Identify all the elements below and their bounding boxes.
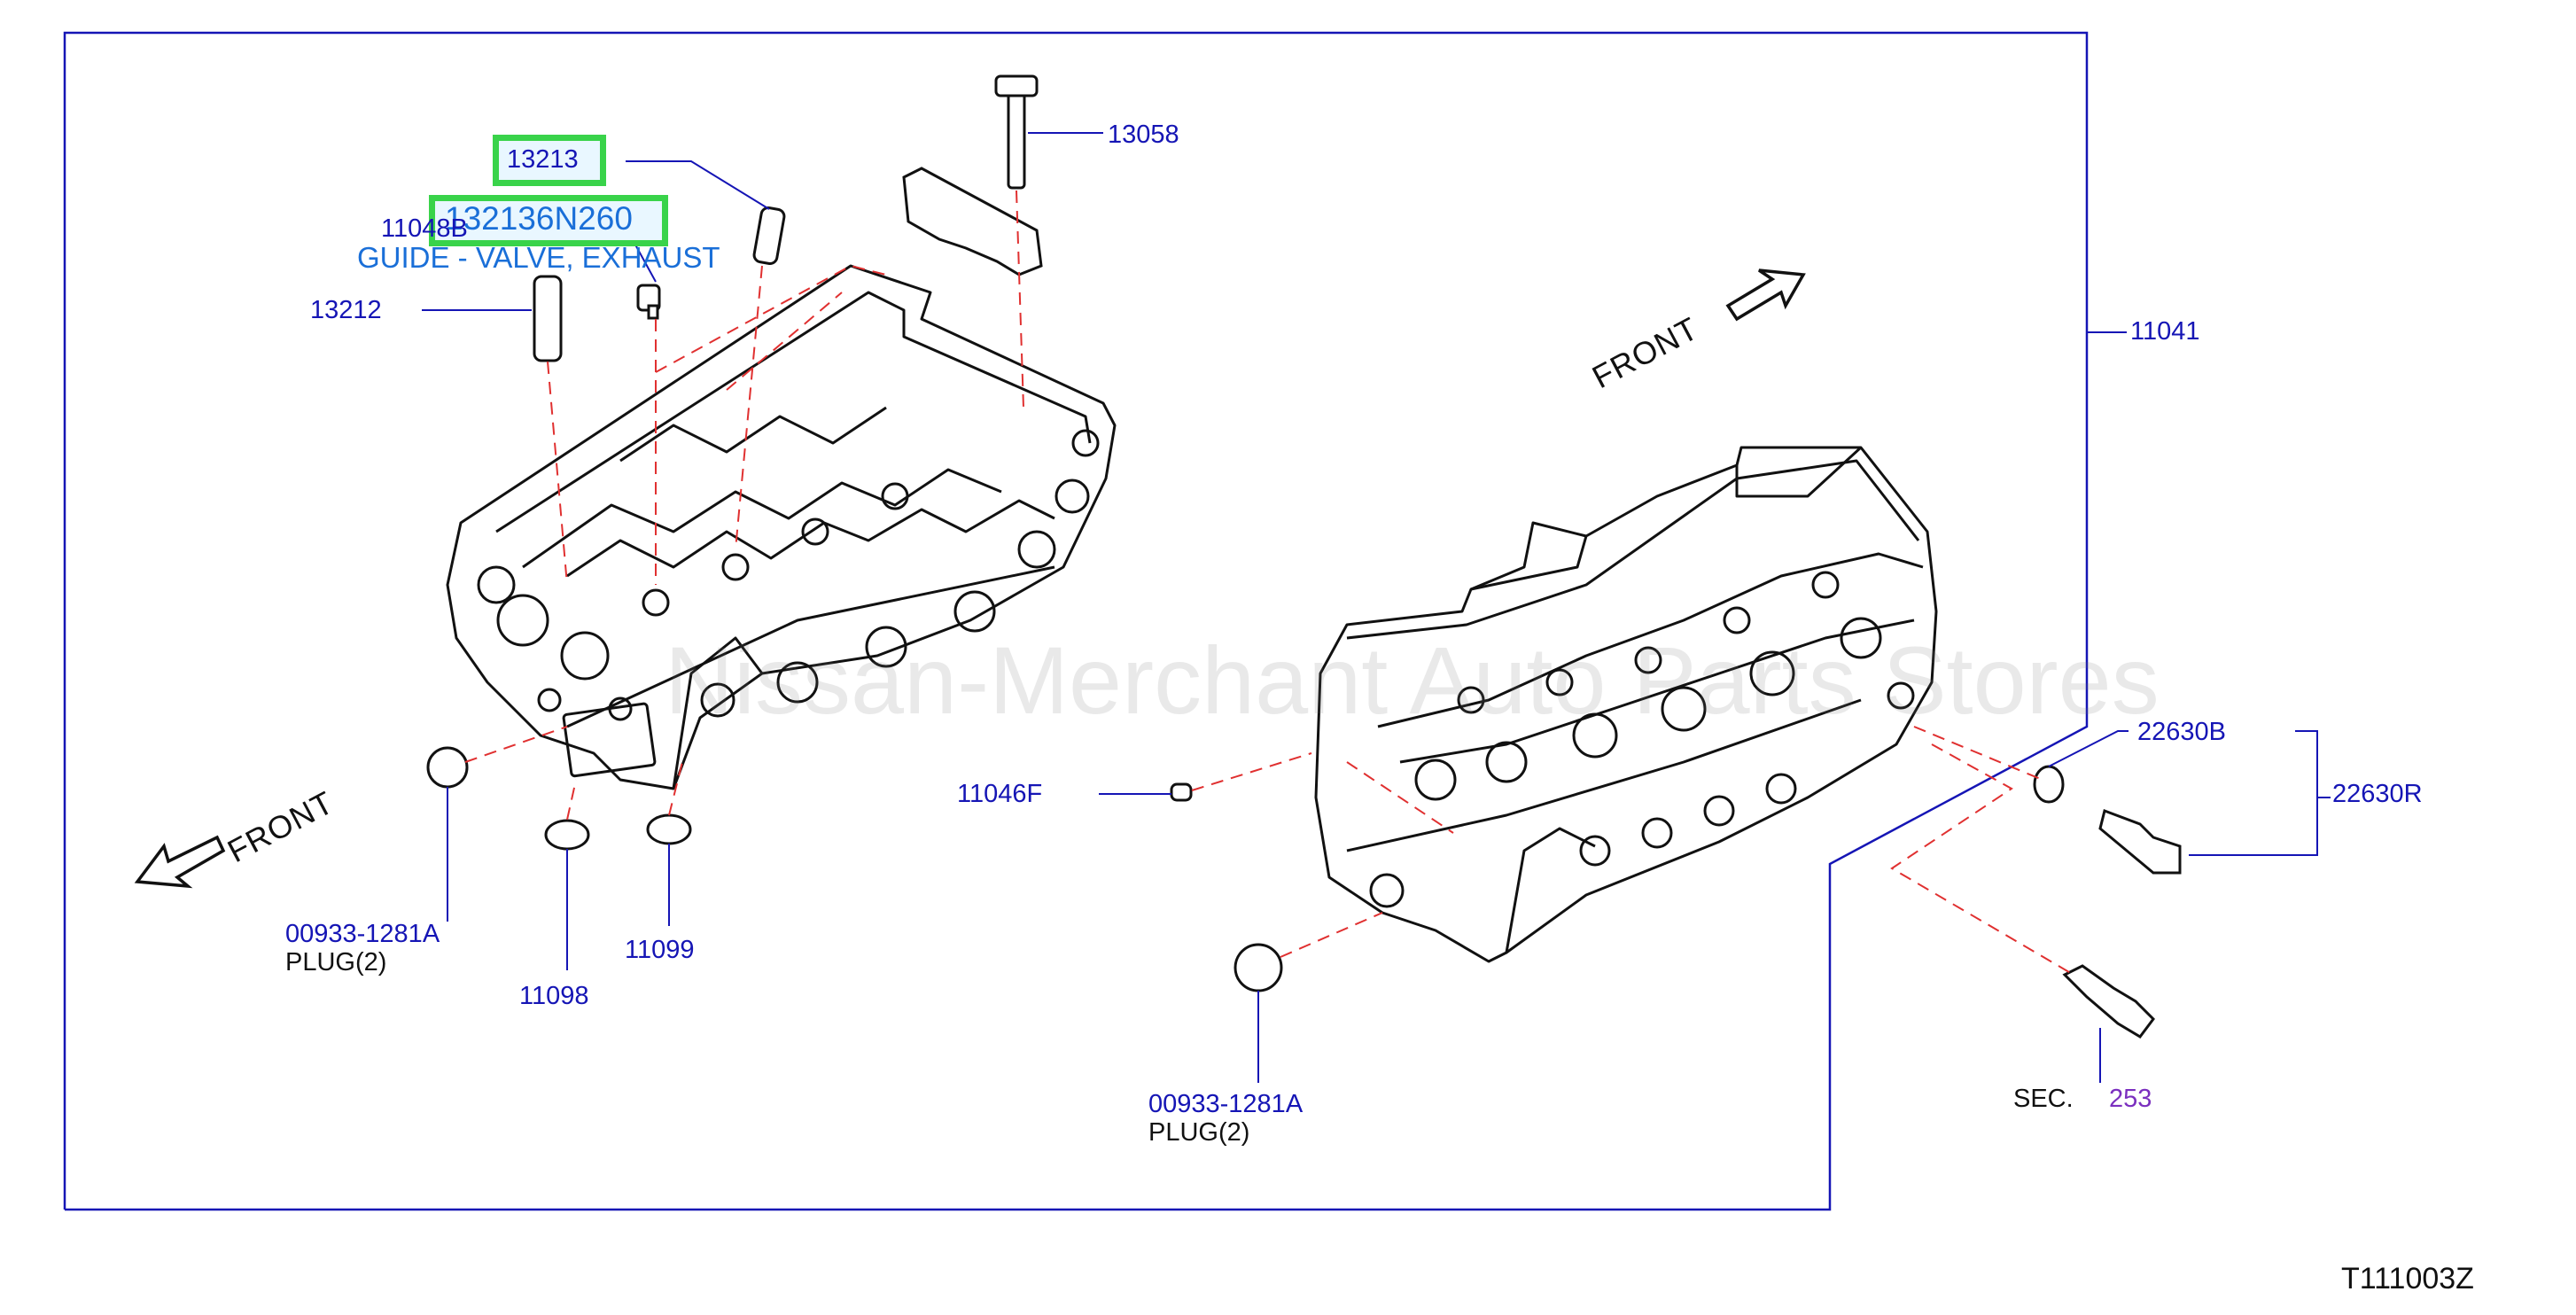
leader-lines — [422, 132, 2331, 1083]
sec-label: SEC. — [2013, 1085, 2074, 1113]
sensor-sec253 — [2062, 964, 2155, 1039]
plug-qty-left: PLUG(2) — [285, 948, 387, 977]
seal-11098 — [544, 819, 590, 851]
small-parts-left — [426, 74, 2182, 1039]
guide-13212 — [533, 275, 563, 362]
plug-qty-right: PLUG(2) — [1148, 1118, 1250, 1147]
part-number-13212[interactable]: 13212 — [310, 296, 382, 324]
diagram-frame — [63, 31, 2089, 1211]
part-number-22630B[interactable]: 22630B — [2137, 718, 2226, 746]
part-number-00933-left[interactable]: 00933-1281A — [285, 920, 440, 948]
front-arrow-left-icon — [134, 835, 226, 889]
part-number-11099[interactable]: 11099 — [625, 936, 695, 964]
plug-00933-left — [426, 746, 469, 789]
dowel-11046F — [1170, 782, 1193, 802]
right-cylinder-head — [1314, 446, 1938, 963]
part-number-11041[interactable]: 11041 — [2130, 317, 2200, 346]
part-number-00933-right[interactable]: 00933-1281A — [1148, 1090, 1304, 1118]
plug-00933-right — [1234, 943, 1283, 992]
part-number-11048B[interactable]: 11048B — [381, 214, 468, 243]
part-number-132136N260[interactable]: 132136N260 — [445, 200, 633, 237]
sec-number-link[interactable]: 253 — [2109, 1085, 2152, 1113]
front-arrows — [134, 268, 1806, 889]
sensor-22630R — [2098, 809, 2182, 875]
part-number-11098[interactable]: 11098 — [519, 982, 589, 1010]
washer-22630B — [2033, 765, 2065, 804]
guide-13213 — [752, 206, 786, 266]
part-number-13058[interactable]: 13058 — [1108, 121, 1179, 149]
watermark: Nissan-Merchant Auto Parts Stores — [665, 626, 2160, 734]
bracket-13058 — [902, 167, 1043, 276]
part-number-13213[interactable]: 13213 — [507, 145, 579, 174]
guide-valve-exhaust-label: GUIDE - VALVE, EXHAUST — [357, 241, 720, 274]
seal-11099 — [646, 813, 692, 845]
diagram-code: T111003Z — [2341, 1262, 2474, 1296]
part-number-22630R[interactable]: 22630R — [2332, 780, 2423, 808]
assembly-dash-lines — [464, 190, 2074, 976]
front-arrow-right-icon — [1725, 268, 1806, 322]
highlight-132136N260[interactable] — [429, 195, 668, 246]
highlight-13213[interactable] — [493, 135, 606, 186]
part-number-11046F[interactable]: 11046F — [957, 780, 1043, 808]
left-cylinder-head — [446, 264, 1117, 790]
bolt-13058 — [1007, 80, 1026, 190]
